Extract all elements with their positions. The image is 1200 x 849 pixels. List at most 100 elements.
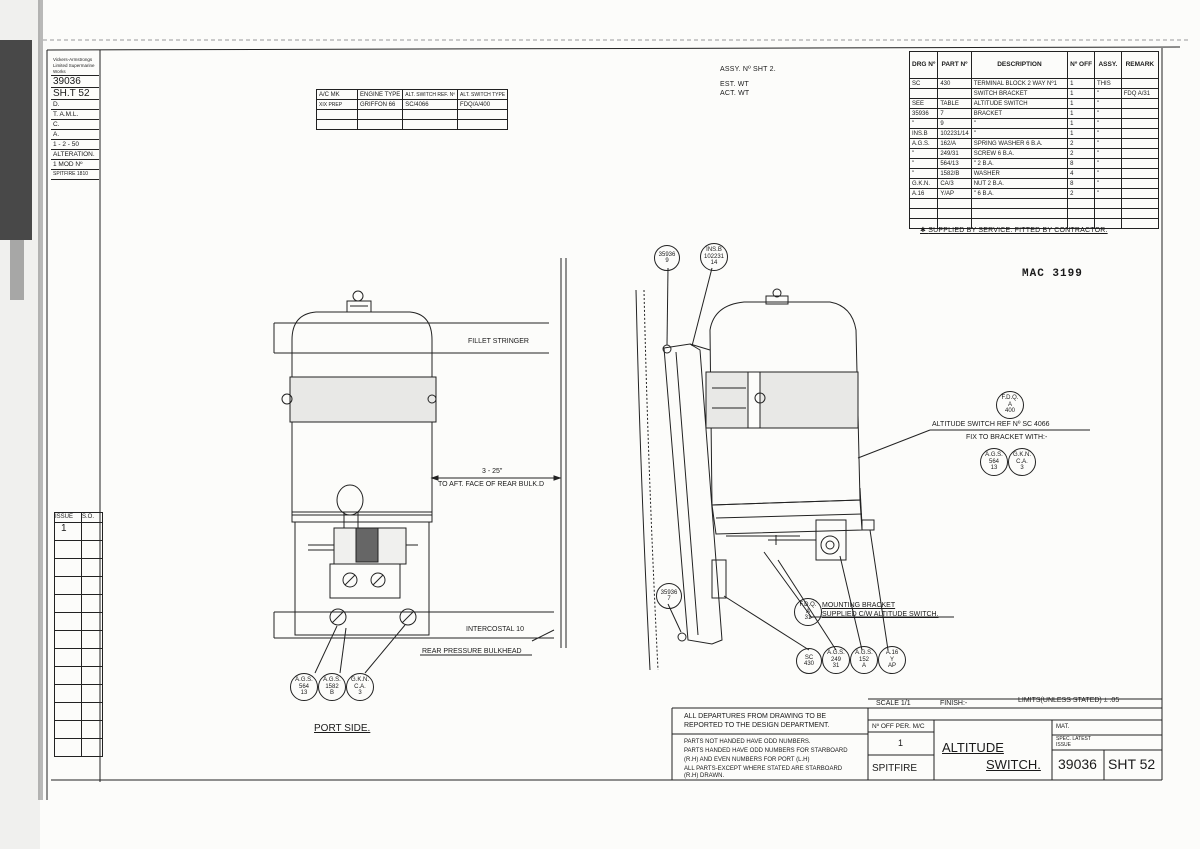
issue-first: 1 (54, 522, 82, 541)
parts-cell: " (1094, 98, 1122, 109)
parts-list-table: DRG Nº PART Nº DESCRIPTION Nº OFF ASSY. … (908, 51, 1160, 229)
departures-line-2: REPORTED TO THE DESIGN DEPARTMENT. (684, 722, 830, 729)
parts-cell: 7 (937, 108, 972, 119)
parts-cell (1120, 148, 1160, 159)
parts-cell: " 6 B.A. (970, 188, 1069, 199)
parts-cell: " (908, 168, 939, 179)
eng-c1: GRIFFON 66 (356, 99, 404, 110)
parts-cell: " (1094, 158, 1122, 169)
parts-cell: 9 (937, 118, 972, 129)
strip-row-3: A. (51, 130, 99, 140)
parts-h-desc: DESCRIPTION (970, 51, 1069, 79)
dim-value: 3 - 25" (482, 468, 503, 475)
strip-row-0: D. (51, 100, 99, 110)
parts-h-assy: ASSY. (1094, 51, 1122, 79)
parts-cell: 1 (1067, 88, 1096, 99)
parts-cell (1120, 118, 1160, 129)
aircraft-label: SPITFIRE (872, 763, 918, 774)
eng-h0: A/C MK (316, 89, 358, 100)
parts-cell (1120, 168, 1160, 179)
parts-footnote: ✱ SUPPLIED BY SERVICE. FITTED BY CONTRAC… (920, 227, 1108, 234)
firm-name: Vickers-Armstrongs Limited Supermarine W… (51, 57, 99, 76)
eng-h2: ALT. SWITCH REF. Nº (402, 89, 459, 100)
parts-cell: G.K.N. (908, 178, 939, 189)
parts-cell: " (908, 118, 939, 129)
parts-cell: INS.B (908, 128, 939, 139)
parts-cell: " (908, 158, 939, 169)
parts-cell: FDQ A/31 (1120, 88, 1160, 99)
parts-cell: SC (908, 78, 939, 89)
parts-cell: 2 (1067, 138, 1096, 149)
strip-row-7: SPITFIRE 1810 (51, 170, 99, 180)
parts-footnote-text: SUPPLIED BY SERVICE. FITTED BY CONTRACTO… (928, 227, 1108, 234)
parts-cell (908, 88, 939, 99)
no-off-label: Nº OFF PER. M/C (872, 723, 925, 730)
parts-cell (1120, 78, 1160, 89)
strip-row-2: C. (51, 120, 99, 130)
parts-cell: 8 (1067, 158, 1096, 169)
act-weight: ACT. WT (720, 90, 750, 97)
parts-cell (1120, 108, 1160, 119)
strip-drawing-no: 39036 (51, 76, 99, 88)
parts-cell (1120, 188, 1160, 199)
parts-cell: 1 (1067, 78, 1096, 89)
fillet-stringer-label: FILLET STRINGER (468, 338, 529, 345)
parts-cell: " (1094, 128, 1122, 139)
parts-cell: 102231/14 (937, 128, 972, 139)
fix-note: FIX TO BRACKET WITH:- (966, 434, 1048, 441)
strip-row-4: 1 - 2 - 50 (51, 140, 99, 150)
parts-h-off: Nº OFF (1067, 51, 1096, 79)
bulkhead-label: REAR PRESSURE BULKHEAD (422, 648, 522, 655)
parts-cell (1120, 138, 1160, 149)
eng-c2: SC/4066 (402, 99, 459, 110)
parts-cell: 1 (1067, 128, 1096, 139)
parts-cell: 1 (1067, 118, 1096, 129)
parts-cell: SWITCH BRACKET (970, 88, 1069, 99)
limits-label: LIMITS(UNLESS STATED) ± .05 (1018, 697, 1120, 704)
parts-cell: " (1094, 88, 1122, 99)
parts-cell: 2 (1067, 148, 1096, 159)
scale-label: SCALE 1/1 (876, 700, 911, 707)
parts-cell: SCREW 6 B.A. (970, 148, 1069, 159)
finish-label: FINISH:- (940, 700, 968, 707)
parts-cell: WASHER (970, 168, 1069, 179)
parts-cell: " (1094, 138, 1122, 149)
strip-row-5: ALTERATION. (51, 150, 99, 160)
parts-cell: " (1094, 118, 1122, 129)
parts-cell: " (1094, 188, 1122, 199)
assy-no: ASSY. Nº SHT 2. (720, 66, 776, 73)
intercostal-label: INTERCOSTAL 10 (466, 626, 524, 633)
parts-cell: A.G.S. (908, 138, 939, 149)
title-drawing-no: 39036 (1058, 756, 1097, 772)
handed-line-4: ALL PARTS-EXCEPT WHERE STATED ARE STARBO… (684, 766, 843, 772)
port-side-caption: PORT SIDE. (314, 723, 371, 734)
parts-row: "9"1" (908, 118, 1160, 129)
strip-row-1: T. A.M.L. (51, 110, 99, 120)
parts-cell: TABLE (937, 98, 972, 109)
parts-cell: " (908, 148, 939, 159)
parts-cell: SEE (908, 98, 939, 109)
parts-cell: CA/3 (937, 178, 972, 189)
dim-note: TO AFT. FACE OF REAR BULK.D (438, 481, 545, 488)
parts-cell: " (1094, 168, 1122, 179)
no-off-value: 1 (898, 738, 904, 748)
issue-table: ISSUE S.O. 1 (54, 512, 103, 757)
est-weight: EST. WT (720, 81, 750, 88)
mac-stamp: MAC 3199 (1022, 268, 1083, 280)
mount-note-1: MOUNTING BRACKET (822, 602, 896, 609)
strip-row-6: 1 MOD Nº (51, 160, 99, 170)
mount-note-2: SUPPLIED C/W ALTITUDE SWITCH. (822, 611, 939, 618)
parts-cell: 249/31 (937, 148, 972, 159)
mat-label: MAT. (1056, 724, 1070, 730)
spec-label: SPEC. LATEST ISSUE (1056, 736, 1091, 748)
